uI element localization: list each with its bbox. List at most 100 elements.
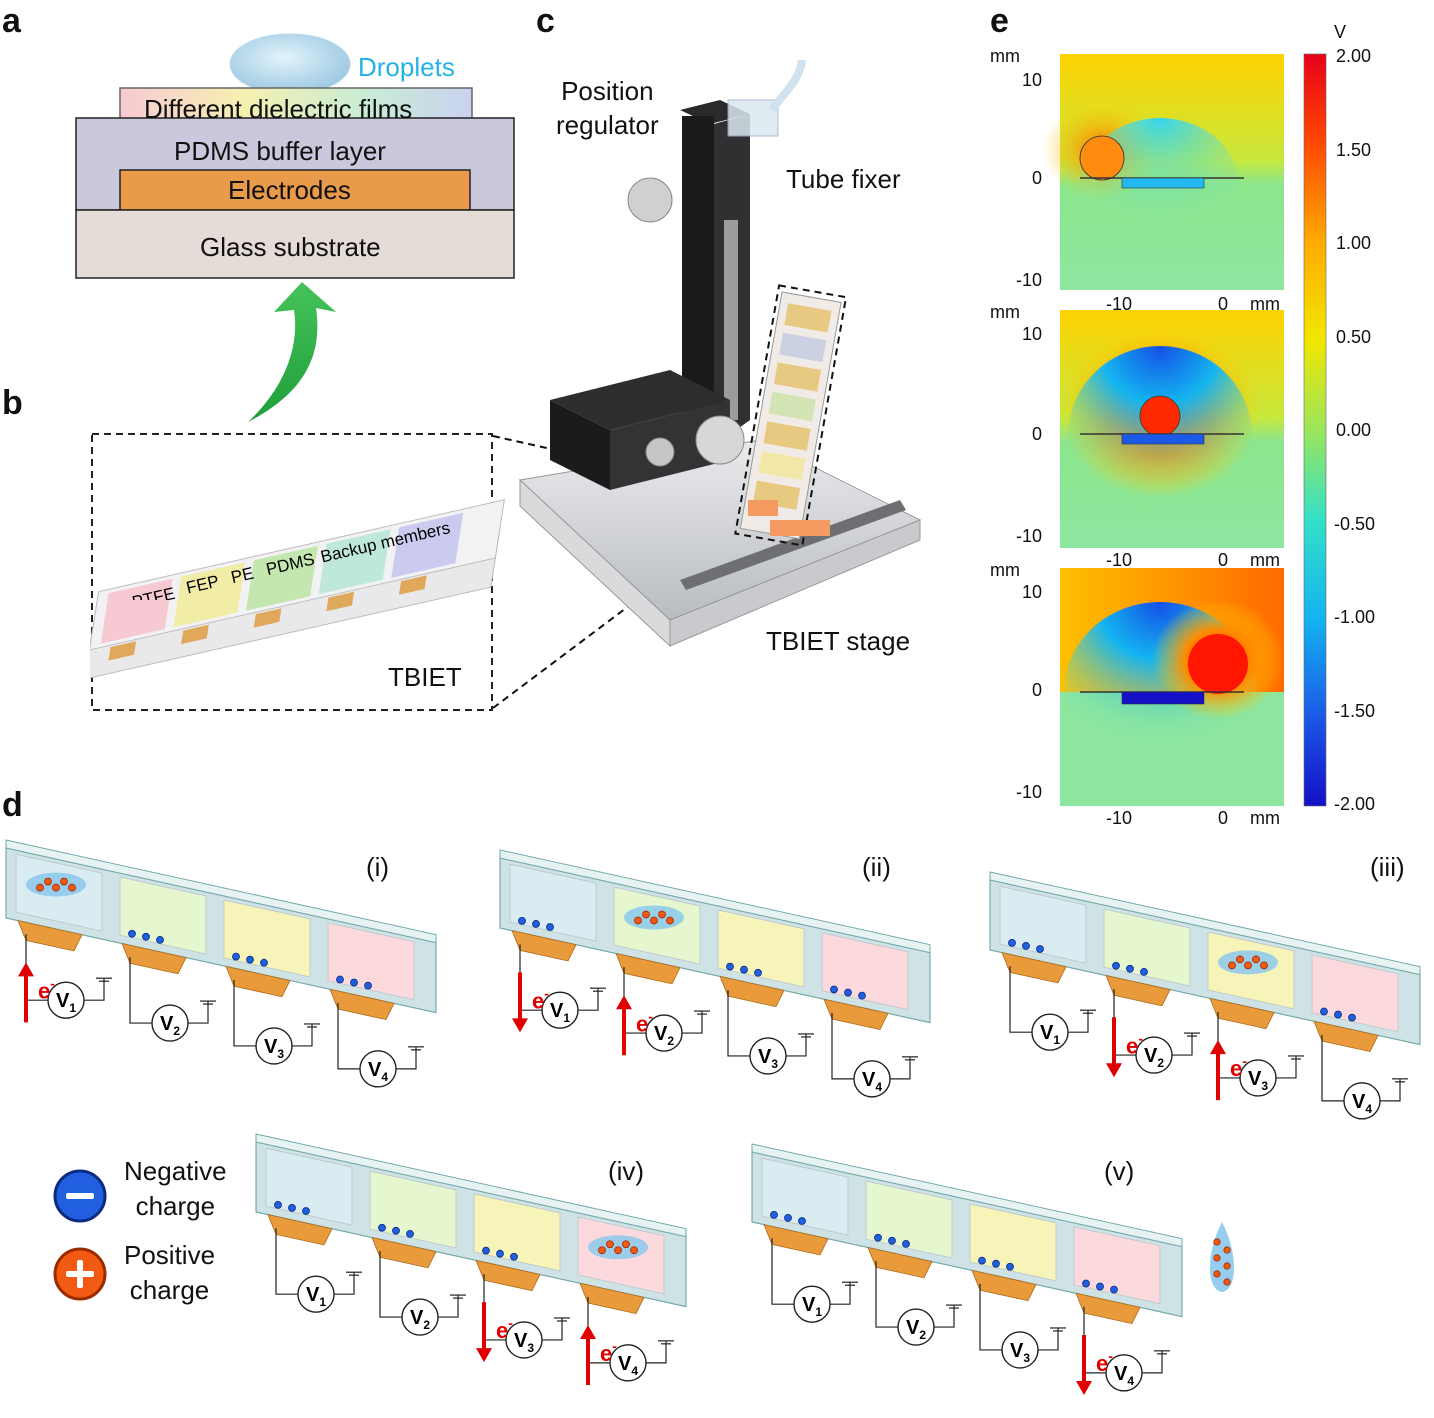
negative-charge — [1110, 1285, 1118, 1294]
negative-charge — [364, 981, 372, 990]
electron-up-arrow-icon — [1210, 1040, 1226, 1055]
dielectric-films-label: Different dielectric films — [144, 94, 413, 124]
negative-charge — [260, 958, 268, 967]
step-label-v: (v) — [1104, 1156, 1135, 1186]
electrode — [719, 975, 785, 1008]
negative-charge — [1126, 964, 1134, 973]
positive-charge — [68, 883, 76, 892]
voltmeter — [541, 991, 579, 1029]
map3-xtick-mm: mm — [1250, 808, 1280, 828]
positive-charge — [1244, 961, 1252, 970]
positive-charge — [666, 916, 674, 925]
negative-charge — [156, 935, 164, 944]
panel-d-sequence: V1V2V3V4e-V1V2V3V4e-e-V1V2V3V4e-e-V1V2V3… — [5, 839, 1421, 1396]
negative-charge — [1096, 1282, 1104, 1291]
positive-charge — [1223, 1246, 1231, 1254]
film-slot — [223, 899, 311, 978]
negative-charge — [1008, 938, 1016, 947]
electrode — [1209, 997, 1275, 1030]
negative-charge — [874, 1233, 882, 1242]
colorbar-tick-6: -1.00 — [1334, 607, 1376, 627]
panel-a-letter: a — [2, 2, 21, 40]
voltmeter — [645, 1014, 683, 1052]
step-label-iv: (iv) — [608, 1156, 645, 1186]
panel-c-letter: c — [536, 2, 555, 40]
negative-charge — [1348, 1013, 1356, 1022]
film-slot — [473, 1193, 561, 1272]
voltmeter — [1001, 1331, 1039, 1369]
negative-charge — [754, 968, 762, 977]
map2-y-unit: mm — [990, 302, 1020, 322]
positive-charge — [52, 883, 60, 892]
negative-charge — [770, 1210, 778, 1219]
electron-up-arrow-icon — [616, 995, 632, 1010]
voltmeter — [1135, 1036, 1173, 1074]
electrode — [267, 1214, 333, 1246]
tube-fixer-clamp — [727, 99, 779, 137]
map3-y-unit: mm — [990, 560, 1020, 580]
map2-xtick-mm: mm — [1250, 550, 1280, 570]
voltmeter — [359, 1050, 397, 1088]
map1-xtick-0: 0 — [1218, 294, 1229, 314]
positive-charge — [1236, 955, 1244, 964]
map3-ytick-10: 10 — [1022, 582, 1043, 602]
negative-charge — [406, 1229, 414, 1238]
negative-charge — [1006, 1262, 1014, 1271]
positive-charge — [1213, 1254, 1221, 1262]
voltmeter — [793, 1285, 831, 1323]
potential-map-3 — [1060, 568, 1284, 806]
voltmeter — [1105, 1354, 1143, 1392]
film-slot — [865, 1180, 953, 1259]
negative-charge — [1082, 1279, 1090, 1288]
electrode — [329, 988, 395, 1021]
electron-down-arrow-icon — [1106, 1063, 1122, 1078]
panel-a-layer-diagram — [75, 33, 515, 422]
electron-up-arrow-icon — [580, 1325, 596, 1340]
electrode — [511, 930, 577, 962]
tube-fixer-label: Tube fixer — [786, 164, 901, 194]
pdms-buffer-label: PDMS buffer layer — [174, 136, 386, 166]
positive-charge — [36, 883, 44, 892]
positive-charge — [630, 1246, 638, 1255]
tbiet-stage-label: TBIET stage — [766, 626, 911, 656]
map1-ytick-neg10: -10 — [1016, 270, 1043, 290]
positive-charge — [1213, 1270, 1221, 1278]
negative-charge — [392, 1226, 400, 1235]
negative-charge — [350, 978, 358, 987]
voltmeter — [749, 1037, 787, 1075]
negative-charge — [784, 1214, 792, 1222]
colorbar-tick-1: 1.50 — [1336, 140, 1372, 160]
glass-substrate-label: Glass substrate — [200, 232, 381, 262]
electrode — [371, 1236, 437, 1269]
map3-ytick-neg10: -10 — [1016, 782, 1043, 802]
panel-b-device-illustration — [90, 433, 505, 711]
film-slot — [1103, 908, 1191, 987]
map2-ytick-neg10: -10 — [1016, 526, 1043, 546]
negative-charge — [798, 1217, 806, 1225]
negative-charge — [888, 1236, 896, 1245]
negative-charge — [1320, 1007, 1328, 1016]
negative-charge — [336, 975, 344, 984]
electron-down-arrow-icon — [1076, 1381, 1092, 1396]
negative-charge — [232, 952, 240, 961]
voltmeter — [401, 1298, 439, 1336]
map1-y-unit: mm — [990, 46, 1020, 66]
negative-charge — [142, 932, 150, 941]
panel-b-letter: b — [2, 384, 23, 422]
negative-charge — [1036, 945, 1044, 953]
small-knob — [645, 437, 675, 467]
positive-charge — [44, 877, 52, 886]
voltmeter — [1239, 1059, 1277, 1097]
negative-charge — [378, 1223, 386, 1232]
voltmeter — [853, 1060, 891, 1098]
negative-charge — [830, 985, 838, 994]
voltmeter — [255, 1027, 293, 1065]
negative-charge — [302, 1207, 310, 1215]
positive-charge — [634, 916, 642, 925]
voltmeter — [297, 1275, 335, 1313]
panel-d-letter: d — [2, 786, 23, 824]
positive-charge — [1223, 1262, 1231, 1270]
